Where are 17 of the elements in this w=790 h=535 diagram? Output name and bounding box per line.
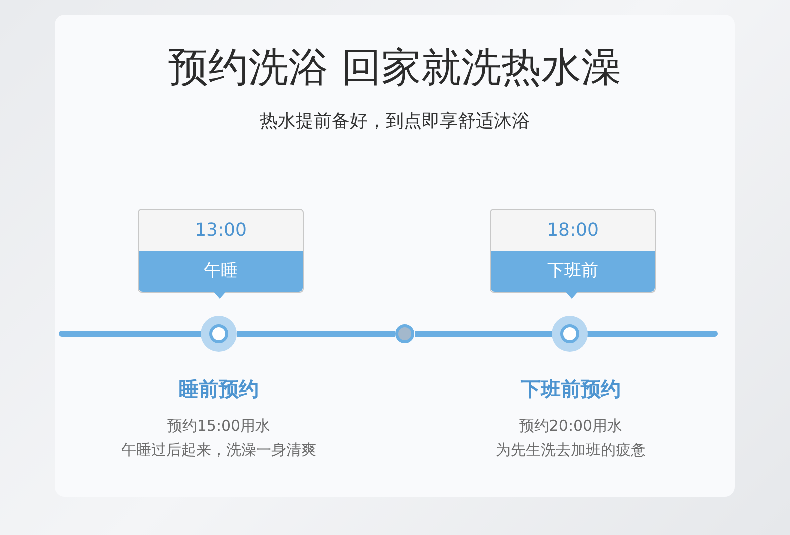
timeline-node [395, 324, 415, 344]
title: 预约洗浴 回家就洗热水澡 [168, 44, 622, 93]
time-text: 18:00 [546, 219, 600, 243]
label-text: 午睡 [139, 251, 303, 292]
timeline-segment [415, 331, 552, 337]
step-heading: 睡前预约 [178, 376, 260, 403]
description-text: 预约15:00用水 [166, 417, 272, 436]
description-text: 预约20:00用水 [518, 417, 624, 436]
subtitle: 热水提前备好，到点即享舒适沐浴 [259, 110, 531, 133]
timeline-node [201, 316, 237, 352]
description-text: 午睡过后起来，洗澡一身清爽 [120, 441, 318, 460]
description-text: 为先生洗去加班的疲惫 [495, 441, 647, 460]
step-heading: 下班前预约 [520, 376, 622, 403]
time-text: 13:00 [194, 219, 248, 243]
label-text: 下班前 [491, 251, 655, 292]
timeline-segment [237, 331, 395, 337]
timeline-node [552, 316, 588, 352]
